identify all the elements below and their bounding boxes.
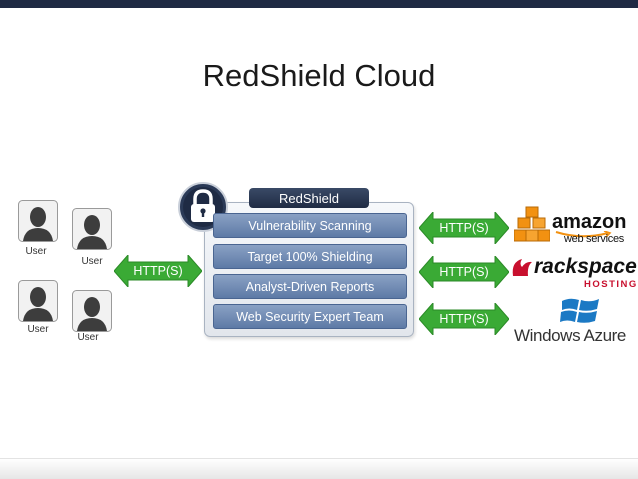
double-arrow-icon: [114, 255, 202, 287]
double-arrow-icon: [419, 303, 509, 335]
service-vulnerability-scanning: Vulnerability Scanning: [213, 213, 407, 238]
windows-flag-icon: [560, 298, 599, 323]
double-arrow-icon: [419, 212, 509, 244]
bottom-band: [0, 458, 638, 479]
slide-title: RedShield Cloud: [202, 58, 436, 93]
service-analyst-reports: Analyst-Driven Reports: [213, 274, 407, 299]
user-icon: [18, 200, 58, 242]
user-label: User: [27, 324, 49, 335]
rackspace-logo: rackspace HOSTING: [510, 253, 637, 293]
arrow-label: HTTP(S): [439, 221, 489, 235]
arrow-label: HTTP(S): [439, 265, 489, 279]
service-expert-team: Web Security Expert Team: [213, 304, 407, 329]
user-icon: [72, 208, 112, 250]
right-http-arrow-amazon: HTTP(S): [419, 212, 509, 244]
panel-header: RedShield: [249, 188, 369, 208]
rackspace-wordmark: rackspace: [534, 255, 637, 278]
user-icon: [18, 280, 58, 322]
user-label: User: [77, 332, 99, 343]
arrow-label: HTTP(S): [439, 312, 489, 326]
double-arrow-icon: [419, 256, 509, 288]
rackspace-mark-icon: [512, 259, 532, 276]
left-http-arrow: HTTP(S): [114, 255, 202, 287]
arrow-label: HTTP(S): [133, 264, 183, 278]
azure-wordmark: Windows Azure: [514, 326, 626, 345]
top-bar: [0, 0, 638, 8]
right-http-arrow-rackspace: HTTP(S): [419, 256, 509, 288]
amazon-smile-icon: [555, 231, 612, 238]
rackspace-hosting: HOSTING: [584, 279, 638, 290]
aws-boxes-icon: [514, 206, 550, 242]
amazon-logo: amazon web services: [514, 205, 627, 247]
service-target-shielding: Target 100% Shielding: [213, 244, 407, 269]
amazon-wordmark: amazon: [552, 211, 627, 233]
aws-subtitle: web services: [564, 233, 624, 245]
right-http-arrow-azure: HTTP(S): [419, 303, 509, 335]
windows-azure-logo: Windows Azure: [514, 296, 632, 348]
user-icon: [72, 290, 112, 332]
user-label: User: [81, 256, 103, 267]
user-label: User: [25, 246, 47, 257]
